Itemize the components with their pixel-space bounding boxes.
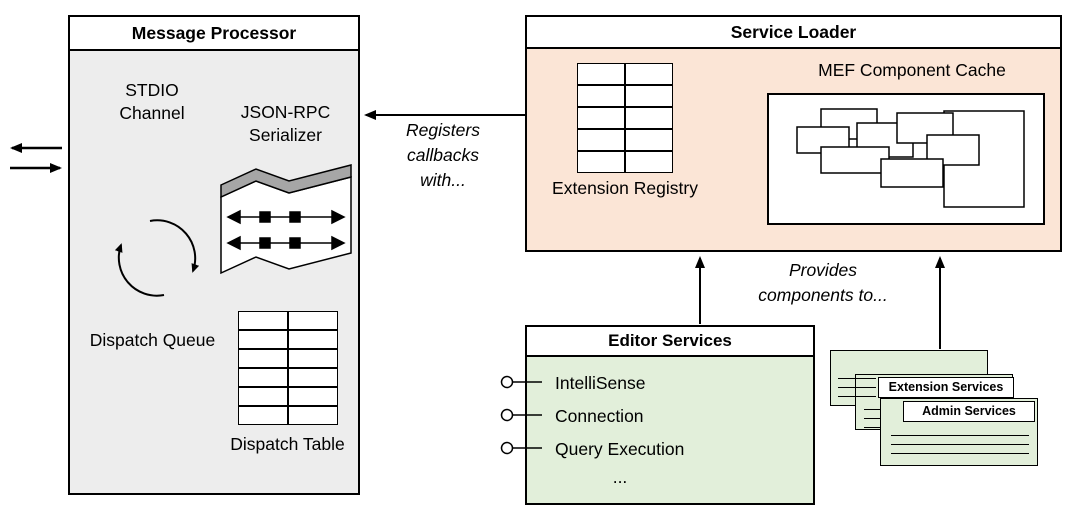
table-cell [625,64,672,85]
dispatch-table-grid [238,311,338,425]
card-text-line [838,378,876,379]
stdio-arrows [10,143,62,173]
extension-services-label: Extension Services [878,377,1014,398]
table-cell [288,330,337,349]
service-loader-box: Service Loader Extension Registry MEF Co… [525,15,1062,252]
message-processor-box: Message Processor STDIO Channel JSON-RPC… [68,15,360,495]
editor-service-query-execution: Query Execution [555,439,685,459]
table-cell [288,349,337,368]
table-cell [239,330,288,349]
editor-services-box: Editor Services IntelliSense Connection … [525,325,815,505]
table-cell [578,85,625,107]
table-cell [288,387,337,406]
table-cell [578,107,625,129]
table-cell [578,151,625,172]
editor-services-body: IntelliSense Connection Query Execution … [527,357,813,503]
service-loader-title: Service Loader [527,17,1060,49]
table-cell [288,406,337,424]
editor-service-intellisense: IntelliSense [555,373,646,393]
table-cell [239,406,288,424]
message-processor-body: STDIO Channel JSON-RPC Serializer [70,51,358,493]
table-cell [625,129,672,151]
card-text-line [891,444,1029,445]
table-cell [288,368,337,387]
dispatch-queue-label: Dispatch Queue [89,330,216,350]
card-text-line [838,396,876,397]
table-cell [625,85,672,107]
message-flow-rows [226,209,346,251]
table-cell [288,312,337,330]
message-processor-title: Message Processor [70,17,358,51]
table-cell [578,129,625,151]
editor-services-ellipsis: ... [612,467,628,487]
extension-registry-grid [577,63,673,173]
table-cell [625,151,672,172]
cycle-arrows-icon [114,219,200,297]
stdio-channel-label: STDIO Channel [119,80,185,123]
mef-component-cache-label: MEF Component Cache [818,60,1006,80]
table-cell [239,387,288,406]
table-cell [239,312,288,330]
table-cell [625,107,672,129]
editor-service-connection: Connection [555,406,644,426]
mef-components-graphic [796,108,1025,208]
mef-component-cache-box [767,93,1045,225]
service-loader-body: Extension Registry MEF Component Cache [527,49,1060,250]
table-cell [239,349,288,368]
table-cell [578,64,625,85]
table-cell [239,368,288,387]
jsonrpc-ribbon-graphic [220,164,352,275]
card-text-line [891,435,1029,436]
extension-registry-label: Extension Registry [552,178,698,198]
provides-components-annotation: Provides components to... [758,260,888,305]
card-text-line [891,453,1029,454]
registers-callbacks-annotation: Registers callbacks with... [406,120,480,190]
admin-services-label: Admin Services [903,401,1035,422]
dispatch-table-label: Dispatch Table [230,434,345,454]
editor-services-title: Editor Services [527,327,813,357]
card-text-line [838,387,876,388]
jsonrpc-serializer-label: JSON-RPC Serializer [240,102,331,145]
